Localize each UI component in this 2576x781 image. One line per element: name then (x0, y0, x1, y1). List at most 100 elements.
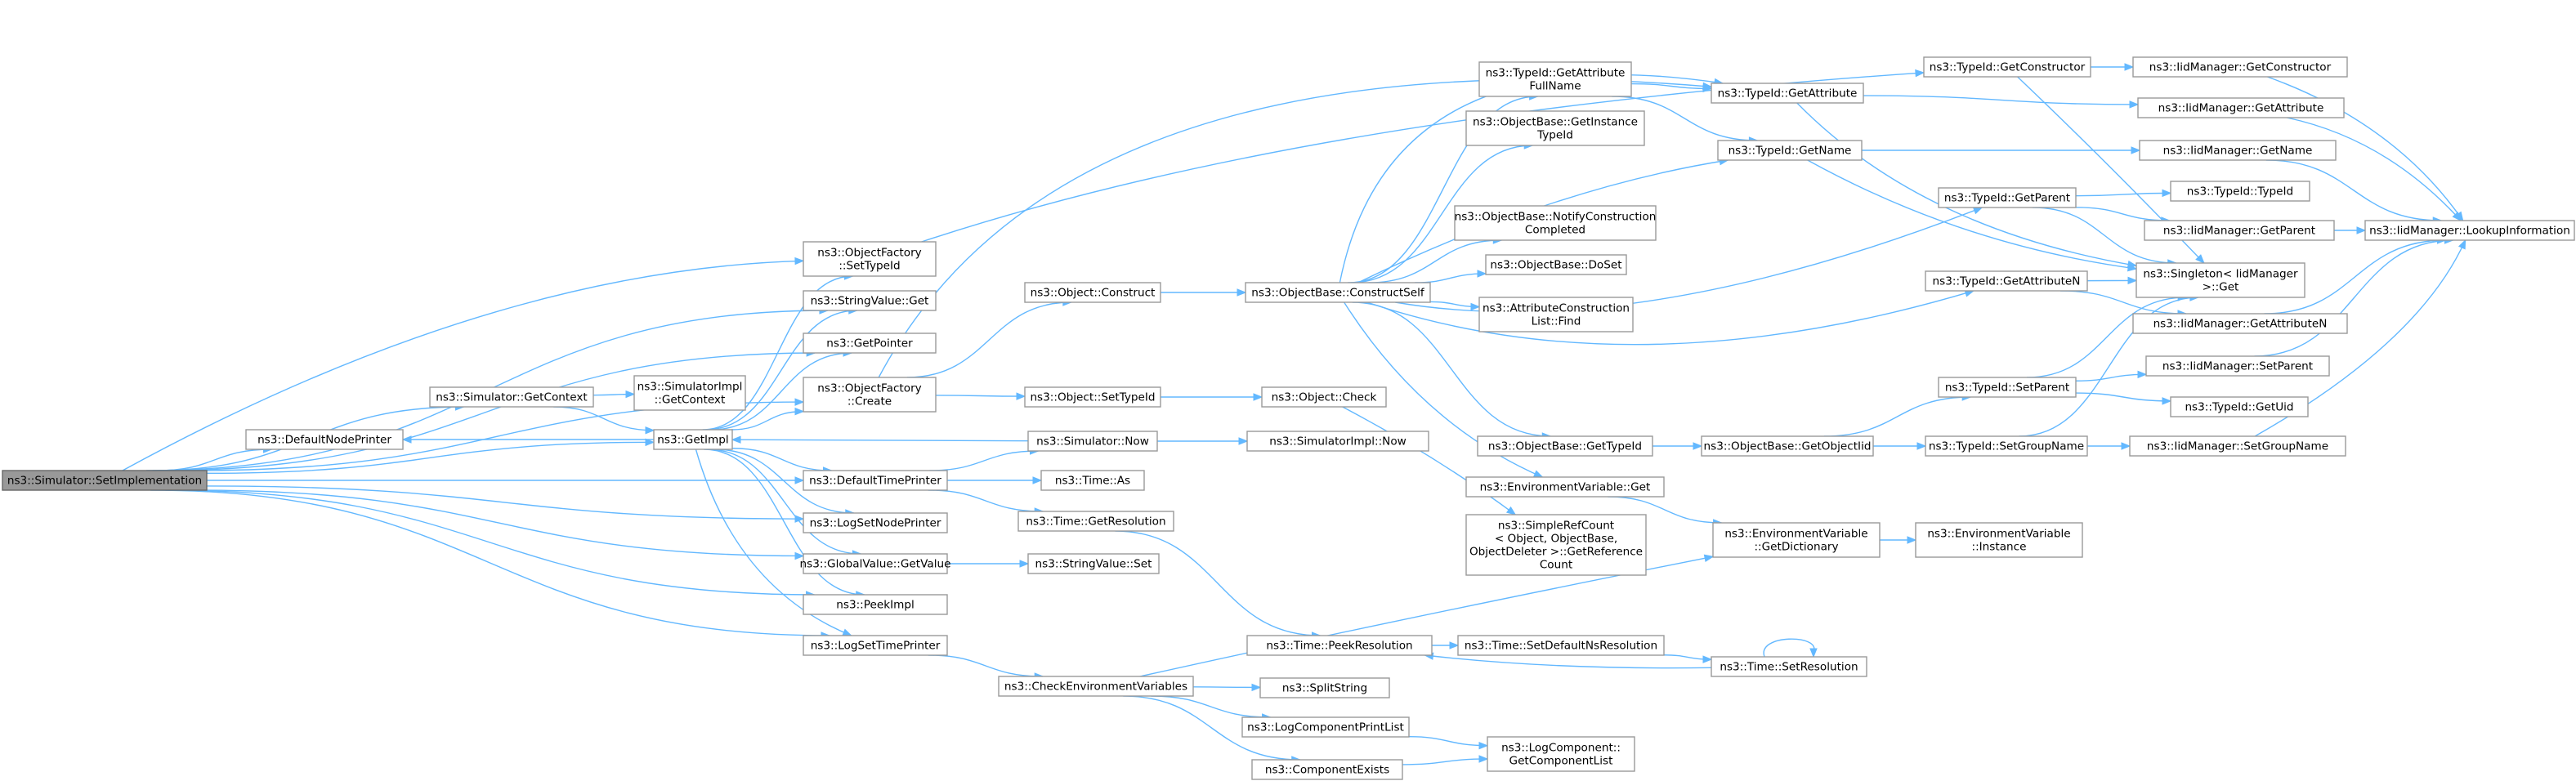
node-tid_typeid[interactable]: ns3::TypeId::TypeId (2170, 181, 2310, 202)
edge-sim_now-to-simimpl_now (1157, 437, 1249, 445)
node-obj_settypeid[interactable]: ns3::Object::SetTypeId (1024, 386, 1161, 408)
node-of_create[interactable]: ns3::ObjectFactory::Create (803, 377, 937, 413)
node-envvar_get[interactable]: ns3::EnvironmentVariable::Get (1465, 476, 1665, 498)
node-box (1478, 297, 1634, 332)
node-tid_setparent[interactable]: ns3::TypeId::SetParent (1938, 377, 2077, 398)
node-time_peekres[interactable]: ns3::Time::PeekResolution (1246, 635, 1433, 656)
node-label: ns3::AttributeConstruction (1483, 301, 1630, 315)
node-stringvalue_get[interactable]: ns3::StringValue::Get (803, 290, 937, 311)
node-ob_notify[interactable]: ns3::ObjectBase::NotifyConstructionCompl… (1454, 205, 1657, 241)
edge-tid_setparent-to-iid_setparent (2075, 370, 2148, 382)
node-logcompprintlist[interactable]: ns3::LogComponentPrintList (1241, 716, 1410, 738)
node-iid_lookupinfo[interactable]: ns3::IidManager::LookupInformation (2364, 220, 2575, 241)
node-box (1711, 83, 1864, 104)
node-label: ns3::IidManager::GetAttribute (2158, 101, 2324, 114)
node-of_settypeid[interactable]: ns3::ObjectFactory::SetTypeId (803, 241, 937, 277)
edge-line (929, 450, 1039, 471)
edge-line (1796, 102, 2137, 267)
node-box (803, 241, 937, 277)
node-tid_getuid[interactable]: ns3::TypeId::GetUid (2170, 396, 2309, 417)
node-gv_getvalue[interactable]: ns3::GlobalValue::GetValue (800, 553, 951, 574)
node-sv_set[interactable]: ns3::StringValue::Set (1027, 553, 1160, 574)
node-logsettimeprinter[interactable]: ns3::LogSetTimePrinter (803, 635, 948, 656)
node-ob_constructself[interactable]: ns3::ObjectBase::ConstructSelf (1245, 282, 1431, 303)
node-box (2170, 181, 2310, 202)
edge-arrowhead (2124, 63, 2135, 71)
node-iid_setgroupname[interactable]: ns3::IidManager::SetGroupName (2129, 435, 2346, 457)
edge-ob_constructself-to-tid_getattrn (1366, 289, 1975, 346)
node-getimpl[interactable]: ns3::GetImpl (653, 429, 733, 450)
edge-line (122, 260, 804, 471)
node-checkenv[interactable]: ns3::CheckEnvironmentVariables (998, 676, 1194, 697)
node-simimpl_now[interactable]: ns3::SimulatorImpl::Now (1246, 431, 1429, 452)
node-tid_getparent[interactable]: ns3::TypeId::GetParent (1938, 187, 2077, 208)
node-label: ns3::StringValue::Set (1035, 557, 1152, 570)
node-logsetnodeprinter[interactable]: ns3::LogSetNodePrinter (803, 512, 948, 533)
node-iid_getattrn[interactable]: ns3::IidManager::GetAttributeN (2132, 313, 2348, 334)
node-iid_getparent[interactable]: ns3::IidManager::GetParent (2144, 220, 2335, 241)
edge-ob_constructself-to-tid_getattr (1339, 74, 1724, 283)
node-box (1261, 386, 1387, 408)
node-time_getres[interactable]: ns3::Time::GetResolution (1017, 511, 1174, 532)
node-label: ns3::TypeId::TypeId (2187, 185, 2293, 198)
edge-line (704, 449, 865, 596)
node-ob_doset[interactable]: ns3::ObjectBase::DoSet (1485, 254, 1627, 275)
node-ob_getobjectiid[interactable]: ns3::ObjectBase::GetObjectIid (1701, 435, 1874, 457)
node-iid_setparent[interactable]: ns3::IidManager::SetParent (2145, 355, 2330, 377)
edge-arrowhead (1251, 683, 1262, 692)
edge-arrowhead (794, 551, 805, 560)
node-iid_getattr[interactable]: ns3::IidManager::GetAttribute (2137, 97, 2345, 118)
node-box (1027, 431, 1158, 452)
edge-line (1863, 95, 2139, 105)
node-tid_setgroupname[interactable]: ns3::TypeId::SetGroupName (1925, 435, 2088, 457)
node-box (633, 375, 746, 411)
node-iid_getctor[interactable]: ns3::IidManager::GetConstructor (2132, 56, 2348, 78)
edge-envvar_getdict-to-envvar_instance (1880, 536, 1917, 544)
node-ob_gettypeid[interactable]: ns3::ObjectBase::GetTypeId (1477, 435, 1653, 457)
node-tid_getattrn[interactable]: ns3::TypeId::GetAttributeN (1925, 270, 2088, 292)
node-defnodeprinter[interactable]: ns3::DefaultNodePrinter (245, 429, 404, 450)
node-obj_construct[interactable]: ns3::Object::Construct (1024, 282, 1161, 303)
node-compexists[interactable]: ns3::ComponentExists (1251, 759, 1403, 780)
node-splitstring[interactable]: ns3::SplitString (1259, 677, 1390, 698)
node-label: ns3::IidManager::GetParent (2163, 224, 2315, 237)
node-sim_now[interactable]: ns3::Simulator::Now (1027, 431, 1158, 452)
node-box (2139, 140, 2337, 161)
node-tid_getctor[interactable]: ns3::TypeId::GetConstructor (1923, 56, 2091, 78)
node-setimpl[interactable]: ns3::Simulator::SetImplementation (2, 470, 208, 491)
node-deftimeprinter[interactable]: ns3::DefaultTimePrinter (803, 470, 948, 491)
node-simplerefcount[interactable]: ns3::SimpleRefCount< Object, ObjectBase,… (1465, 514, 1647, 576)
node-singleton_get[interactable]: ns3::Singleton< IidManager >::Get (2135, 262, 2305, 298)
edge-arrowhead (2131, 146, 2141, 154)
node-label: ns3::Simulator::Now (1036, 435, 1149, 448)
edge-logcompprintlist-to-logcomp_getlist (1408, 735, 1489, 750)
node-tid_getname[interactable]: ns3::TypeId::GetName (1717, 140, 1863, 161)
node-tid_getattr[interactable]: ns3::TypeId::GetAttribute (1711, 83, 1864, 104)
edge-line (1368, 239, 1502, 283)
node-getpointer[interactable]: ns3::GetPointer (803, 332, 937, 354)
node-peekimpl[interactable]: ns3::PeekImpl (803, 594, 948, 615)
node-time_setres[interactable]: ns3::Time::SetResolution (1711, 656, 1867, 677)
node-simimpl_getcontext[interactable]: ns3::SimulatorImpl::GetContext (633, 375, 746, 411)
node-getcontext[interactable]: ns3::Simulator::GetContext (429, 386, 594, 408)
node-label: GetComponentList (1509, 754, 1613, 767)
node-obj_check[interactable]: ns3::Object::Check (1261, 386, 1387, 408)
node-iid_getname[interactable]: ns3::IidManager::GetName (2139, 140, 2337, 161)
edge-line (1350, 145, 1533, 283)
edge-tid_getattr-to-iid_getattr (1863, 95, 2140, 109)
edge-getimpl-to-gv_getvalue (707, 449, 862, 558)
node-label: List::Find (1532, 315, 1581, 328)
node-time_setdefres[interactable]: ns3::Time::SetDefaultNsResolution (1457, 635, 1665, 656)
node-envvar_getdict[interactable]: ns3::EnvironmentVariable::GetDictionary (1712, 522, 1881, 558)
edge-arrowhead (1702, 84, 1713, 93)
edge-line (2287, 117, 2462, 221)
node-logcomp_getlist[interactable]: ns3::LogComponent::GetComponentList (1487, 736, 1635, 772)
node-label: ns3::DefaultTimePrinter (809, 474, 941, 487)
node-time_as[interactable]: ns3::Time::As (1040, 470, 1145, 491)
node-label: ns3::ObjectBase::ConstructSelf (1251, 286, 1425, 299)
node-envvar_instance[interactable]: ns3::EnvironmentVariable::Instance (1915, 522, 2083, 558)
